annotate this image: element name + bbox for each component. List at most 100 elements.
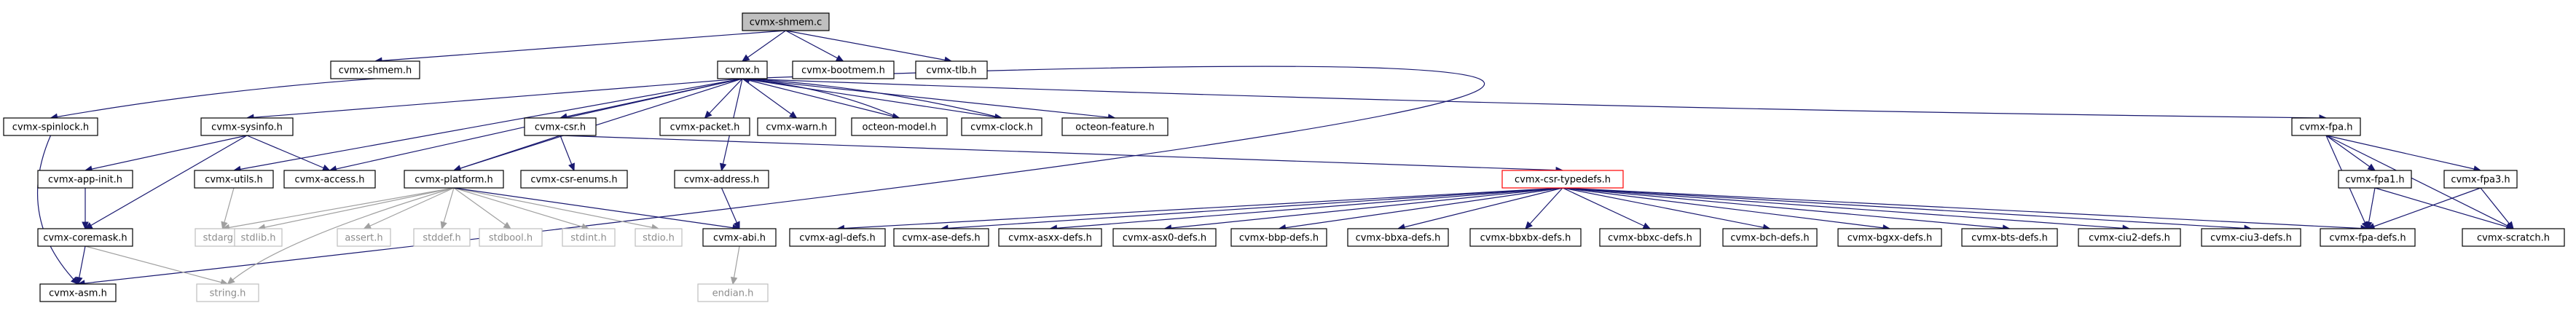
node-model-h[interactable]: octeon-model.h <box>851 117 948 136</box>
node-box <box>2462 228 2565 247</box>
edge-utils_h-to-stdarg_h <box>221 187 235 229</box>
node-box <box>674 170 769 189</box>
node-fpa1-h[interactable]: cvmx-fpa1.h <box>2338 170 2412 189</box>
edge-sysinfo_h-to-access_h <box>246 135 330 171</box>
node-label: cvmx-sysinfo.h <box>211 122 283 133</box>
node-asm-h[interactable]: cvmx-asm.h <box>39 283 117 302</box>
node-fpa-h[interactable]: cvmx-fpa.h <box>2291 117 2361 136</box>
edge-platform_h-to-stddef_h <box>441 187 455 229</box>
edge-arrowhead <box>221 221 228 230</box>
node-box <box>742 12 830 31</box>
node-bbxc-h[interactable]: cvmx-bbxc-defs.h <box>1599 228 1701 247</box>
node-box <box>717 60 768 79</box>
edge-platform_h-to-string_h <box>227 187 455 285</box>
edge-sysinfo_h-to-coremask_h <box>85 135 248 229</box>
node-bbxbx-h[interactable]: cvmx-bbxbx-defs.h <box>1469 228 1582 247</box>
node-utils-h[interactable]: cvmx-utils.h <box>194 170 274 189</box>
edge-arrowhead <box>568 162 575 172</box>
node-fpa3-h[interactable]: cvmx-fpa3.h <box>2443 170 2518 189</box>
edge-fpa1_h-to-scratch_h <box>2374 187 2514 229</box>
node-appinit-h[interactable]: cvmx-app-init.h <box>37 170 133 189</box>
node-box <box>697 283 769 302</box>
node-csrenums-h[interactable]: cvmx-csr-enums.h <box>520 170 628 189</box>
node-box <box>2201 228 2301 247</box>
node-cvmx-h[interactable]: cvmx.h <box>717 60 768 79</box>
node-fpadefs-h[interactable]: cvmx-fpa-defs.h <box>2320 228 2416 247</box>
edge-typedefs_h-to-agl_h <box>837 187 1563 229</box>
edge-typedefs_h-to-asx0_h <box>1164 187 1563 229</box>
edge-cvmx_h-to-utils_h <box>233 78 743 171</box>
node-stdbool-h: stdbool.h <box>479 228 543 247</box>
node-asx0-h[interactable]: cvmx-asx0-defs.h <box>1112 228 1217 247</box>
node-bootmem-h[interactable]: cvmx-bootmem.h <box>792 60 895 79</box>
node-asxx-h[interactable]: cvmx-asxx-defs.h <box>998 228 1102 247</box>
edge-fpa_h-to-fpa3_h <box>2325 135 2481 171</box>
edge-arrowhead <box>835 55 844 62</box>
node-bts-h[interactable]: cvmx-bts-defs.h <box>1961 228 2058 247</box>
node-box <box>39 283 117 302</box>
node-label: cvmx.h <box>725 66 760 76</box>
node-stdlib-h: stdlib.h <box>234 228 283 247</box>
edge-coremask_h-to-string_h <box>85 245 228 285</box>
edge-typedefs_h-to-bch_h <box>1562 187 1770 229</box>
node-box <box>196 283 259 302</box>
node-abi-h[interactable]: cvmx-abi.h <box>702 228 777 247</box>
edge-arrowhead <box>730 276 738 286</box>
node-access-h[interactable]: cvmx-access.h <box>283 170 376 189</box>
node-shmem-h[interactable]: cvmx-shmem.h <box>330 60 420 79</box>
node-label: cvmx-ase-defs.h <box>902 233 980 244</box>
node-label: stdio.h <box>643 233 675 244</box>
node-address-h[interactable]: cvmx-address.h <box>674 170 769 189</box>
node-bch-h[interactable]: cvmx-bch-defs.h <box>1722 228 1818 247</box>
node-feature-h[interactable]: octeon-feature.h <box>1061 117 1169 136</box>
node-box <box>961 117 1042 136</box>
edge-cvmx_h-to-asm_h <box>77 66 1485 285</box>
node-bbp-h[interactable]: cvmx-bbp-defs.h <box>1230 228 1327 247</box>
node-clock-h[interactable]: cvmx-clock.h <box>961 117 1042 136</box>
node-ciu2-h[interactable]: cvmx-ciu2-defs.h <box>2078 228 2181 247</box>
node-box <box>3 117 98 136</box>
node-box <box>404 170 504 189</box>
node-platform-h[interactable]: cvmx-platform.h <box>404 170 504 189</box>
node-typedefs-h[interactable]: cvmx-csr-typedefs.h <box>1501 170 1624 189</box>
node-box <box>1112 228 1217 247</box>
node-packet-h[interactable]: cvmx-packet.h <box>659 117 750 136</box>
node-label: cvmx-shmem.h <box>339 66 412 76</box>
edge-arrowhead <box>1525 221 1533 229</box>
node-box <box>792 60 895 79</box>
node-agl-h[interactable]: cvmx-agl-defs.h <box>789 228 886 247</box>
node-box <box>234 228 283 247</box>
node-box <box>1599 228 1701 247</box>
node-warn-h[interactable]: cvmx-warn.h <box>757 117 836 136</box>
node-coremask-h[interactable]: cvmx-coremask.h <box>37 228 133 247</box>
node-label: cvmx-platform.h <box>415 175 493 186</box>
edge-cvmx_h-to-platform_h <box>453 78 743 171</box>
node-shmem-c[interactable]: cvmx-shmem.c <box>742 12 830 31</box>
node-tlb-h[interactable]: cvmx-tlb.h <box>915 60 988 79</box>
edge-address_h-to-abi_h <box>720 187 740 229</box>
node-csr-h[interactable]: cvmx-csr.h <box>524 117 597 136</box>
edge-cvmx_h-to-feature_h <box>742 78 1115 119</box>
node-spinlock-h[interactable]: cvmx-spinlock.h <box>3 117 98 136</box>
node-bbxa-h[interactable]: cvmx-bbxa-defs.h <box>1347 228 1449 247</box>
node-box <box>1230 228 1327 247</box>
node-label: cvmx-shmem.c <box>750 17 822 28</box>
node-stdio-h: stdio.h <box>635 228 683 247</box>
node-bgxx-h[interactable]: cvmx-bgxx-defs.h <box>1837 228 1942 247</box>
node-label: cvmx-coremask.h <box>43 233 127 244</box>
edge-platform_h-to-stdbool_h <box>453 187 511 229</box>
node-label: octeon-feature.h <box>1075 122 1154 133</box>
node-ase-h[interactable]: cvmx-ase-defs.h <box>893 228 989 247</box>
node-label: cvmx-agl-defs.h <box>799 233 875 244</box>
node-ciu3-h[interactable]: cvmx-ciu3-defs.h <box>2201 228 2301 247</box>
node-box <box>2320 228 2416 247</box>
edge-arrowhead <box>2506 221 2514 229</box>
node-sysinfo-h[interactable]: cvmx-sysinfo.h <box>200 117 294 136</box>
node-scratch-h[interactable]: cvmx-scratch.h <box>2462 228 2565 247</box>
node-label: cvmx-bbp-defs.h <box>1239 233 1319 244</box>
node-box <box>702 228 777 247</box>
node-box <box>200 117 294 136</box>
node-box <box>915 60 988 79</box>
node-box <box>851 117 948 136</box>
